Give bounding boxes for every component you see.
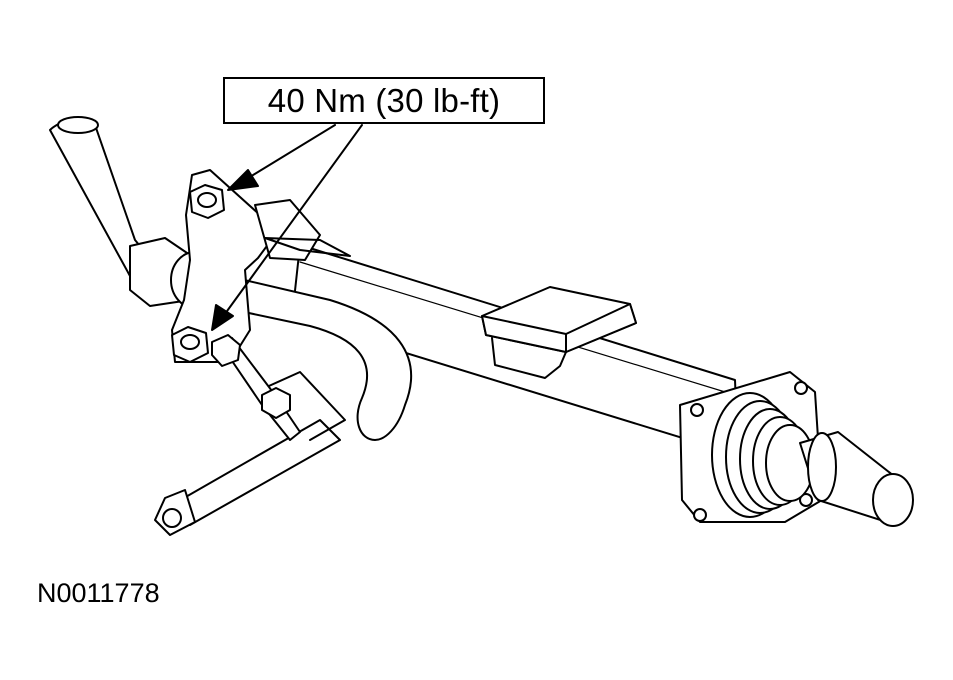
axle-saddle bbox=[481, 286, 637, 379]
boot bbox=[711, 392, 815, 518]
leader-arrows bbox=[211, 124, 363, 331]
lower-nut bbox=[211, 334, 241, 367]
link-arm bbox=[154, 371, 346, 536]
figure-id: N0011778 bbox=[37, 578, 160, 608]
upper-bolt bbox=[189, 184, 225, 219]
link-bolt bbox=[261, 387, 291, 419]
hub-spindle bbox=[799, 431, 914, 527]
torque-label: 40 Nm (30 lb-ft) bbox=[267, 81, 501, 119]
lower-bolt bbox=[171, 326, 209, 363]
torque-callout: 40 Nm (30 lb-ft) bbox=[223, 77, 545, 124]
